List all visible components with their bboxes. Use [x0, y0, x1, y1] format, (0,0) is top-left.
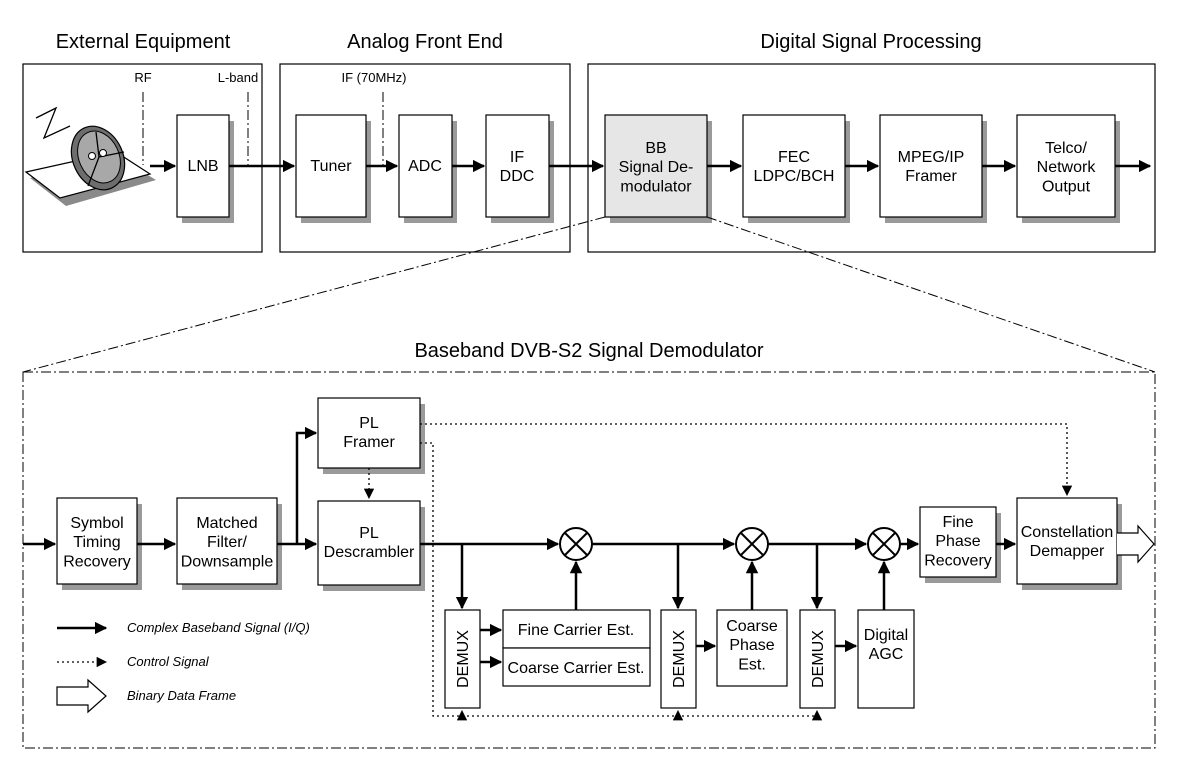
- mixer-icon-2: [735, 527, 769, 561]
- external-equipment-frame: [22, 63, 263, 253]
- zoom-line-right: [706, 216, 1156, 373]
- legend-hollow-arrow: [56, 678, 107, 714]
- analog-front-end-frame: [279, 63, 571, 253]
- tuner-block: Tuner: [295, 114, 371, 223]
- lnb-label: LNB: [187, 158, 218, 175]
- coarse-carrier-est-label: Coarse Carrier Est.: [508, 660, 645, 677]
- section-title-external: External Equipment: [56, 31, 231, 53]
- mixer-icon-1: [559, 527, 593, 561]
- adc-block: ADC: [398, 114, 457, 223]
- demux-block-2: DEMUX: [660, 609, 697, 709]
- if-label: IF (70MHz): [342, 70, 407, 85]
- section-title-analog: Analog Front End: [347, 31, 503, 53]
- binary-output-arrow: [1117, 524, 1155, 564]
- lband-label: L-band: [218, 70, 258, 85]
- legend-binary-label: Binary Data Frame: [127, 688, 236, 703]
- baseband-signal-path: [23, 426, 1017, 669]
- demux-label-2: DEMUX: [671, 630, 688, 688]
- section-title-baseband: Baseband DVB-S2 Signal Demodulator: [414, 340, 763, 362]
- lnb-block: LNB: [176, 114, 234, 223]
- zoom-line-left: [22, 216, 606, 373]
- legend-control-label: Control Signal: [127, 654, 210, 669]
- legend-complex-label: Complex Baseband Signal (I/Q): [127, 620, 310, 635]
- demux-label-3: DEMUX: [810, 630, 827, 688]
- coarse-carrier-est-block: Coarse Carrier Est.: [502, 647, 651, 687]
- mixer-icon-3: [867, 527, 901, 561]
- demux-block-3: DEMUX: [799, 609, 836, 709]
- demux-label-1: DEMUX: [455, 630, 472, 688]
- adc-label: ADC: [408, 158, 442, 175]
- fine-carrier-est-label: Fine Carrier Est.: [518, 622, 634, 639]
- legend: Complex Baseband Signal (I/Q) Control Si…: [56, 620, 310, 714]
- demux-block-1: DEMUX: [444, 609, 481, 709]
- baseband-demodulator-frame: [22, 371, 1156, 749]
- satellite-dish-icon: [24, 106, 156, 206]
- section-title-digital: Digital Signal Processing: [760, 31, 981, 53]
- rf-label: RF: [134, 70, 151, 85]
- digital-signal-processing-frame: [587, 63, 1156, 253]
- fine-carrier-est-block: Fine Carrier Est.: [502, 609, 651, 649]
- tuner-label: Tuner: [310, 158, 352, 175]
- control-signal-path: [363, 423, 1073, 721]
